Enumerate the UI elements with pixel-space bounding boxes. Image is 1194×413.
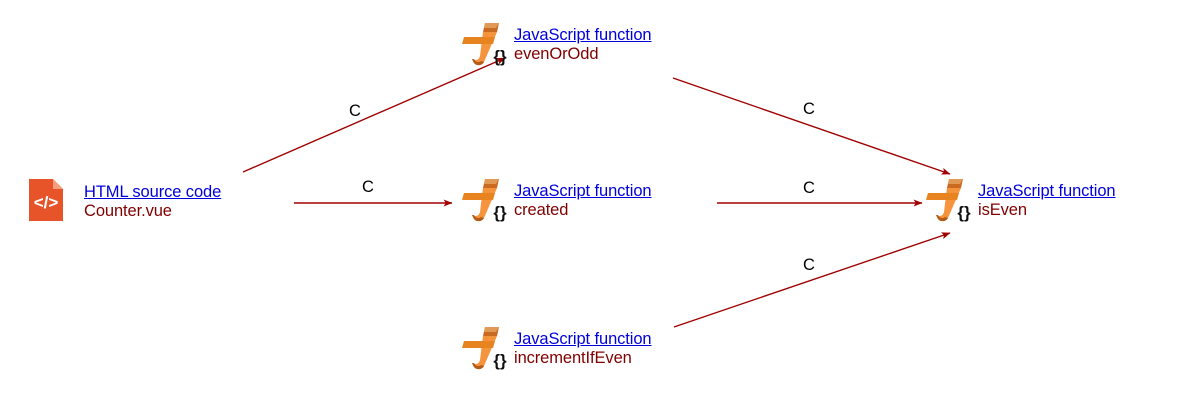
- node-created[interactable]: {} JavaScript function created: [452, 176, 652, 227]
- node-title-link[interactable]: HTML source code: [84, 183, 222, 202]
- edge-increment-if-even-to-is-even: [673, 232, 951, 328]
- node-title-link[interactable]: JavaScript function: [514, 330, 652, 349]
- svg-text:{}: {}: [493, 47, 507, 66]
- node-increment-if-even[interactable]: {} JavaScript function incrementIfEven: [452, 324, 652, 375]
- javascript-function-icon: {}: [452, 176, 510, 227]
- node-title-link[interactable]: JavaScript function: [978, 182, 1116, 201]
- svg-text:{}: {}: [493, 203, 507, 222]
- edge-label-created-to-is-even: C: [803, 179, 815, 197]
- node-is-even-text: JavaScript function isEven: [978, 182, 1116, 220]
- node-created-text: JavaScript function created: [514, 182, 652, 220]
- edge-label-even-or-odd-to-is-even: C: [803, 100, 815, 118]
- node-even-or-odd[interactable]: {} JavaScript function evenOrOdd: [452, 20, 652, 71]
- node-subtitle: incrementIfEven: [514, 349, 632, 367]
- edge-label-increment-if-even-to-is-even: C: [803, 256, 815, 274]
- node-title-link[interactable]: JavaScript function: [514, 26, 652, 45]
- node-subtitle: evenOrOdd: [514, 45, 599, 63]
- javascript-function-icon: {}: [452, 324, 510, 375]
- node-even-or-odd-text: JavaScript function evenOrOdd: [514, 26, 652, 64]
- node-is-even[interactable]: {} JavaScript function isEven: [916, 176, 1116, 227]
- svg-text:{}: {}: [957, 203, 971, 222]
- javascript-function-icon: {}: [916, 176, 974, 227]
- node-counter-vue-text: HTML source code Counter.vue: [84, 183, 222, 221]
- node-subtitle: isEven: [978, 201, 1027, 219]
- node-title-link[interactable]: JavaScript function: [514, 182, 652, 201]
- edge-even-or-odd-to-is-even: [672, 77, 951, 175]
- node-subtitle: created: [514, 201, 569, 219]
- svg-text:{}: {}: [493, 351, 507, 370]
- edge-label-counter-vue-to-even-or-odd: C: [349, 102, 361, 120]
- edge-counter-vue-to-even-or-odd: [242, 57, 506, 173]
- edge-label-counter-vue-to-created: C: [362, 178, 374, 196]
- node-increment-if-even-text: JavaScript function incrementIfEven: [514, 330, 652, 368]
- node-counter-vue[interactable]: </> HTML source code Counter.vue: [28, 178, 221, 227]
- html-source-code-icon: </>: [28, 178, 64, 227]
- javascript-function-icon: {}: [452, 20, 510, 71]
- svg-text:</>: </>: [34, 193, 59, 212]
- node-subtitle: Counter.vue: [84, 202, 172, 220]
